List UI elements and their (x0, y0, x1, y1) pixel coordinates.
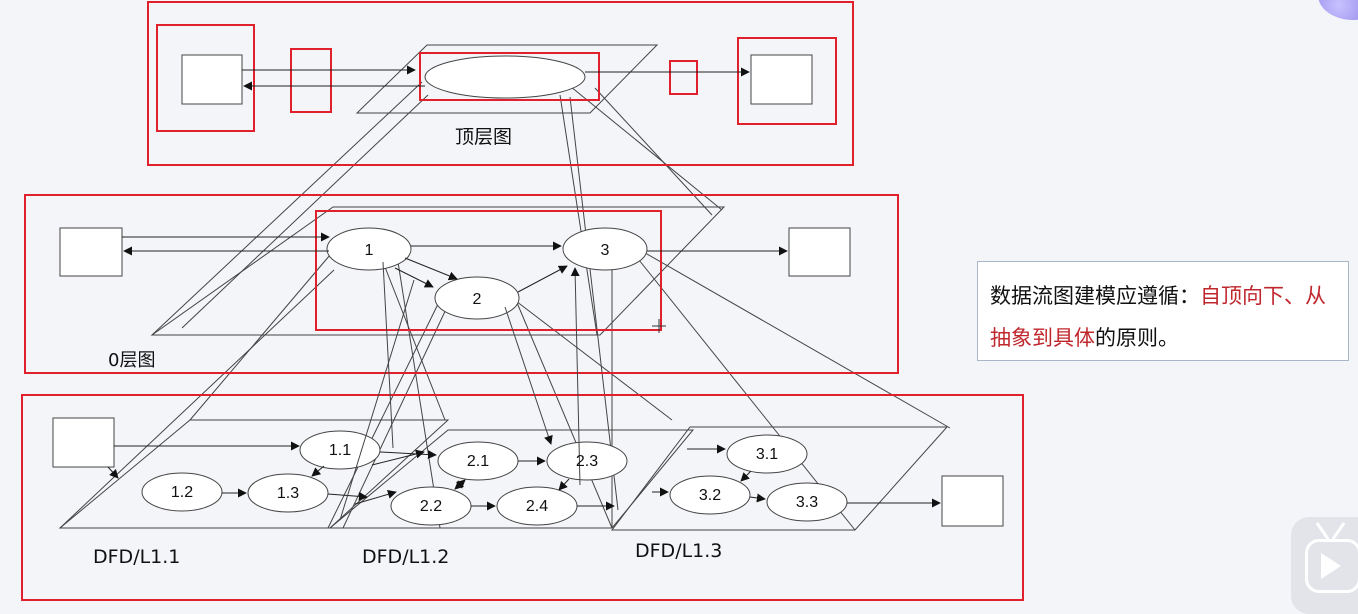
tv-screen (1305, 539, 1358, 593)
process-3-2 (669, 475, 751, 515)
entity-level1-left (52, 417, 115, 468)
process-top (424, 55, 586, 99)
tv-antenna-right (1331, 521, 1346, 541)
process-3-1 (726, 434, 808, 474)
dfd-l12-label: DFD/L1.2 (362, 546, 449, 568)
entity-level1-right (941, 475, 1004, 527)
process-1-3-label: 1.3 (277, 485, 299, 502)
process-3-3-label: 3.3 (796, 494, 818, 511)
top-level-label: 顶层图 (455, 126, 512, 148)
process-2-4-label: 2.4 (526, 498, 548, 515)
external-entities (52, 54, 1004, 527)
play-icon (1321, 553, 1341, 579)
process-2-label: 2 (473, 291, 482, 308)
process-1-1 (299, 430, 381, 470)
entity-level0-right (788, 227, 851, 277)
process-1-2 (141, 472, 223, 512)
process-3 (562, 227, 648, 271)
note-prefix: 数据流图建模应遵循： (990, 284, 1200, 308)
entity-top-right (750, 54, 813, 105)
principle-note: 数据流图建模应遵循：自顶向下、从抽象到具体的原则。 (977, 261, 1349, 361)
dfd-l11-label: DFD/L1.1 (93, 546, 180, 568)
process-1-2-label: 1.2 (171, 484, 193, 501)
tv-logo-icon[interactable] (1291, 517, 1358, 614)
parent-links (339, 261, 581, 521)
process-2-2-label: 2.2 (420, 498, 442, 515)
process-2-3 (546, 441, 628, 481)
highlight-boxes (21, 1, 1024, 601)
entity-level0-left (59, 227, 123, 277)
note-highlight: 自顶向下、从抽象到具体 (990, 284, 1326, 350)
cursor-crosshair-icon (652, 319, 666, 333)
level0-label: 0层图 (108, 350, 155, 371)
process-1-3 (247, 473, 329, 513)
planes (58, 44, 949, 531)
note-suffix: 的原则。 (1095, 326, 1179, 350)
entity-top-left (181, 54, 243, 105)
dfd-l13-label: DFD/L1.3 (635, 540, 722, 562)
process-3-2-label: 3.2 (699, 487, 721, 504)
process-3-3 (766, 482, 848, 522)
process-1-label: 1 (365, 242, 374, 259)
tv-antenna-left (1315, 521, 1330, 541)
process-3-1-label: 3.1 (756, 446, 778, 463)
process-2-3-label: 2.3 (576, 453, 598, 470)
data-flows (107, 65, 941, 511)
process-2-1-label: 2.1 (467, 453, 489, 470)
process-1-1-label: 1.1 (329, 442, 351, 459)
processes (141, 55, 848, 526)
process-1 (326, 227, 412, 271)
process-3-label: 3 (601, 242, 610, 259)
process-2 (434, 276, 520, 320)
